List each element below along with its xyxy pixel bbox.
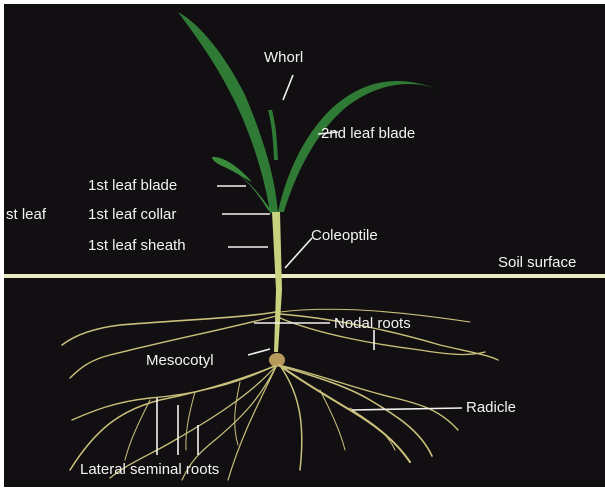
label-coleoptile: Coleoptile [311,227,378,244]
soil-surface-line [4,274,605,278]
label-cut-off-leaf: st leaf [6,206,47,223]
label-mesocotyl: Mesocotyl [146,352,214,369]
label-lateral-seminal-roots: Lateral seminal roots [80,461,219,478]
label-first-leaf-blade: 1st leaf blade [88,177,177,194]
label-first-leaf-collar: 1st leaf collar [88,206,176,223]
label-radicle: Radicle [466,399,516,416]
label-soil-surface: Soil surface [498,254,576,271]
label-second-leaf-blade: 2nd leaf blade [321,125,415,142]
label-nodal-roots: Nodal roots [334,315,411,332]
label-first-leaf-sheath: 1st leaf sheath [88,237,186,254]
label-whorl: Whorl [264,49,303,66]
seed [269,353,285,367]
